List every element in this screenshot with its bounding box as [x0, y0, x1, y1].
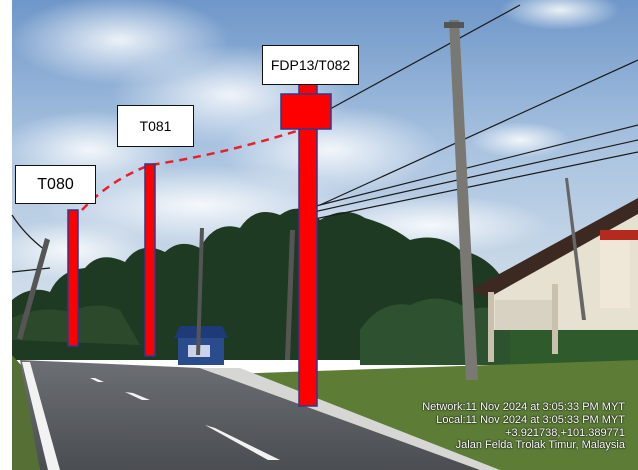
grass-left	[12, 355, 40, 470]
network-time: Network:11 Nov 2024 at 3:05:33 PM MYT	[422, 401, 625, 413]
road	[20, 360, 480, 470]
marker-pole-t080	[67, 209, 79, 347]
bus-shelter	[174, 326, 228, 365]
marker-fdp-box	[280, 93, 332, 130]
utility-poles	[17, 20, 586, 380]
label-t080: T080	[15, 165, 96, 204]
marker-pole-fdp13	[298, 81, 318, 407]
power-lines	[11, 4, 638, 273]
house	[470, 198, 638, 362]
label-t081: T081	[117, 105, 194, 147]
local-time: Local:11 Nov 2024 at 3:05:33 PM MYT	[436, 413, 625, 426]
geotag-stamp: Network:11 Nov 2024 at 3:05:33 PM MYT Lo…	[422, 401, 625, 452]
label-fdp13-t082: FDP13/T082	[262, 45, 359, 85]
marker-pole-t081	[144, 163, 156, 357]
coordinates: +3.921738,+101.389771	[505, 426, 625, 439]
address: Jalan Felda Trolak Timur, Malaysia	[455, 439, 625, 452]
road-markings	[22, 362, 280, 470]
